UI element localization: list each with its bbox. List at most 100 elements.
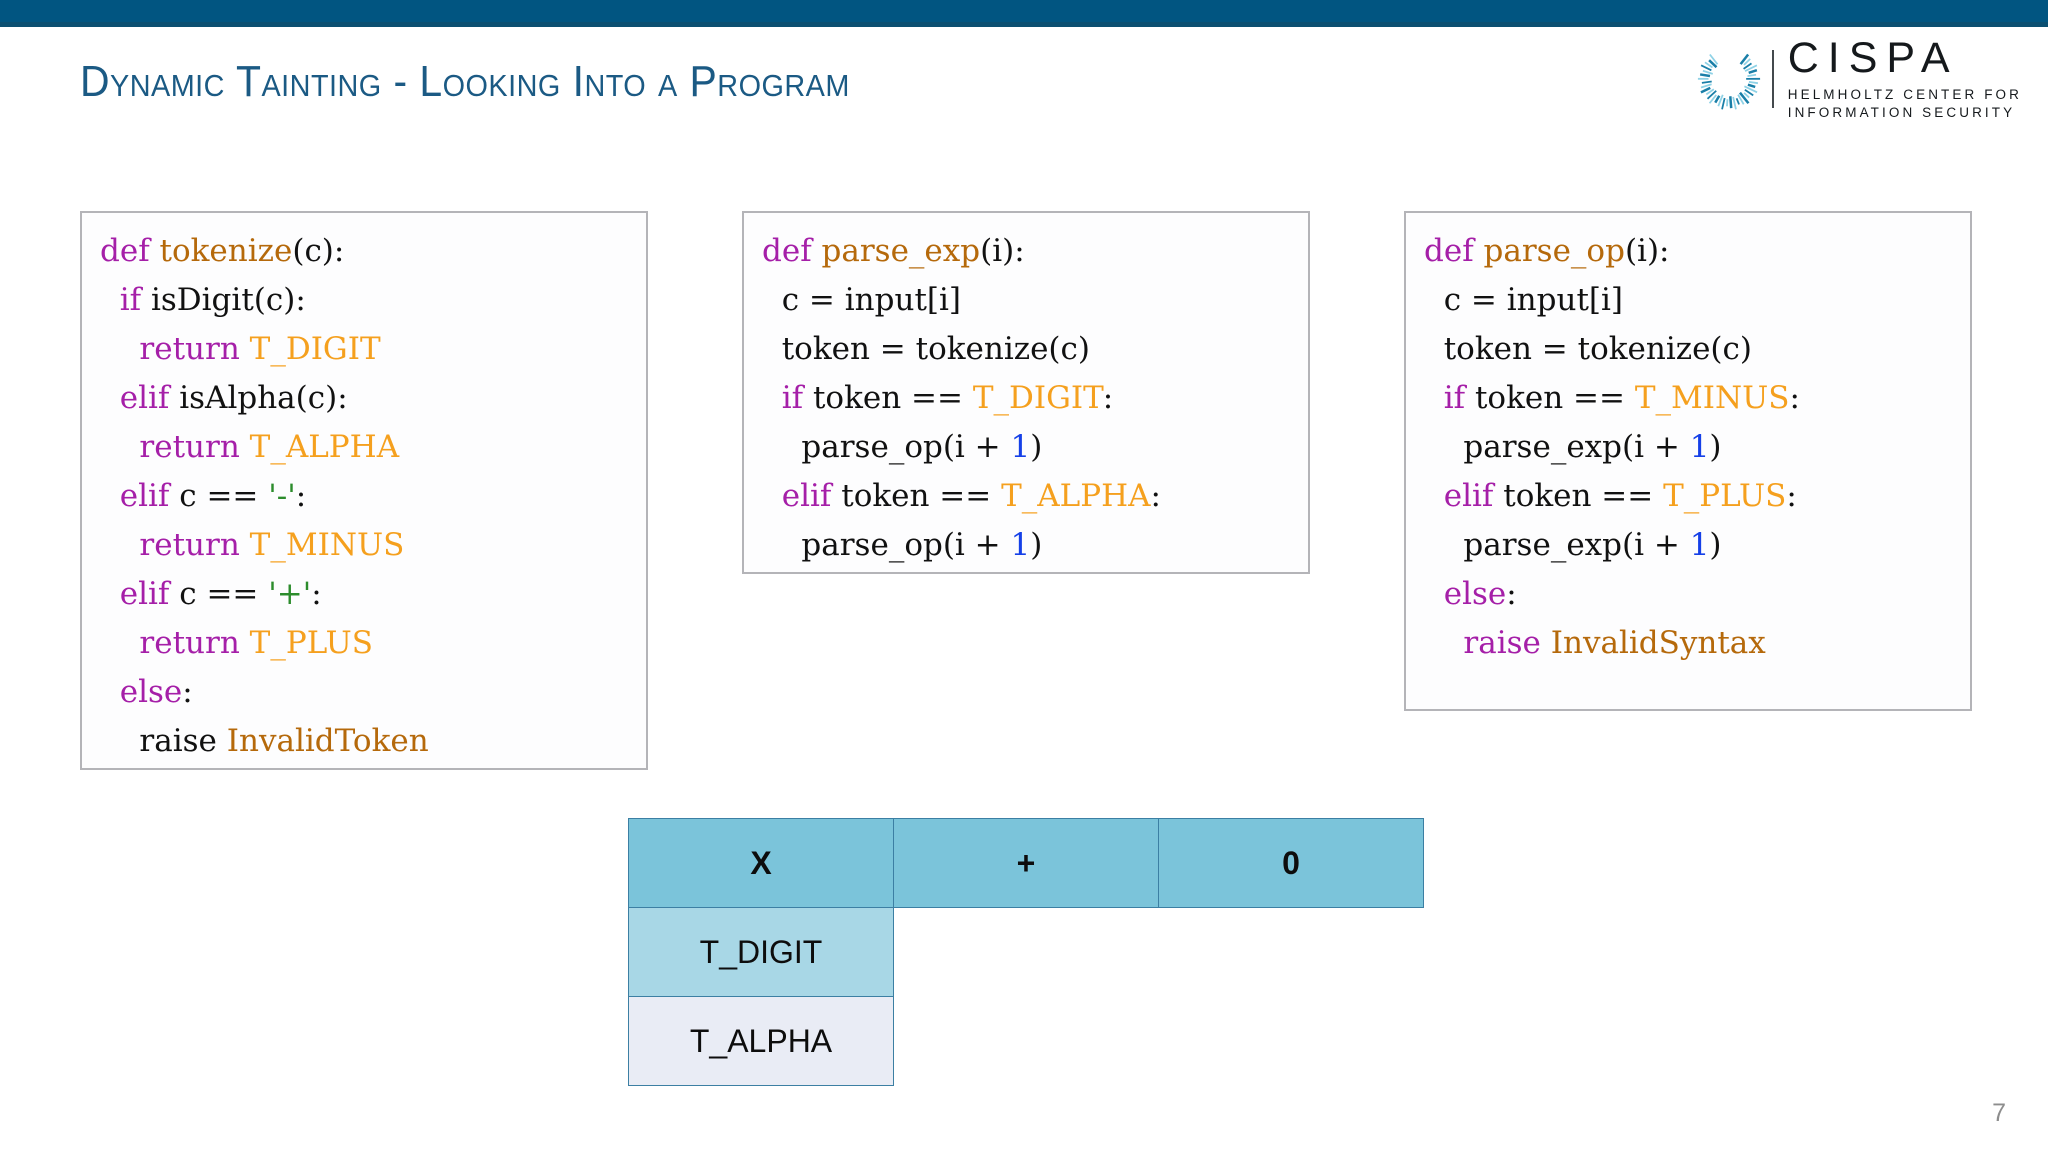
code-token-kw: else — [1443, 576, 1507, 612]
code-token-plain: token == — [1503, 478, 1664, 514]
code-token-kw: return — [139, 429, 250, 465]
code-token-plain: parse_exp(i + — [1424, 527, 1690, 563]
table-header-cell: 0 — [1158, 818, 1424, 908]
code-token-str: '+' — [268, 576, 312, 612]
code-token-plain: ) — [1709, 527, 1722, 563]
table-cell-empty — [894, 997, 1159, 1086]
code-line: else: — [100, 668, 628, 717]
cispa-c-mark-icon — [1697, 53, 1760, 110]
code-token-plain: parse_op(i + — [762, 527, 1011, 563]
code-token-plain — [100, 625, 139, 661]
code-line: def parse_op(i): — [1424, 227, 1952, 276]
code-line: c = input[i] — [762, 276, 1290, 325]
code-token-fn: tokenize — [159, 233, 293, 269]
code-token-plain — [100, 527, 139, 563]
code-token-num: 1 — [1010, 527, 1031, 563]
code-token-plain: isDigit(c): — [150, 282, 306, 318]
code-token-plain — [100, 380, 120, 416]
table-header-cell: X — [628, 818, 894, 908]
code-token-const: T_PLUS — [1663, 478, 1787, 514]
code-token-kw: return — [139, 625, 250, 661]
page-number: 7 — [1992, 1099, 2006, 1127]
table-row: T_ALPHA — [628, 996, 1424, 1086]
cispa-logo: CISPA HELMHOLTZ CENTER FOR INFORMATION S… — [1692, 37, 2022, 120]
code-token-plain: parse_op(i + — [762, 429, 1011, 465]
code-line: elif c == '+': — [100, 570, 628, 619]
code-token-plain — [100, 478, 120, 514]
code-token-num: 1 — [1010, 429, 1031, 465]
code-token-kw: elif — [1443, 478, 1504, 514]
table-cell-empty — [894, 908, 1159, 997]
code-token-plain: parse_exp(i + — [1424, 429, 1690, 465]
code-token-plain: c = input[i] — [762, 282, 962, 318]
code-token-plain: isAlpha(c): — [179, 380, 348, 416]
table-cell: T_DIGIT — [628, 907, 894, 997]
code-line: if token == T_DIGIT: — [762, 374, 1290, 423]
code-line: c = input[i] — [1424, 276, 1952, 325]
code-token-kw: if — [119, 282, 151, 318]
table-cell-empty — [1159, 997, 1424, 1086]
code-line: elif c == '-': — [100, 472, 628, 521]
code-token-plain: ) — [1030, 429, 1043, 465]
code-token-const: T_MINUS — [249, 527, 405, 563]
code-token-plain: raise — [100, 723, 227, 759]
code-token-num: 1 — [1689, 429, 1710, 465]
code-token-plain: (i): — [980, 233, 1025, 269]
code-line: return T_ALPHA — [100, 423, 628, 472]
table-header-row: X+0 — [628, 818, 1424, 908]
code-token-plain: token == — [841, 478, 1002, 514]
code-token-plain — [100, 282, 120, 318]
code-token-plain — [100, 331, 139, 367]
code-token-kw: if — [1443, 380, 1475, 416]
code-token-fn: InvalidToken — [226, 723, 429, 759]
code-line: parse_exp(i + 1) — [1424, 423, 1952, 472]
logo-wordmark: CISPA HELMHOLTZ CENTER FOR INFORMATION S… — [1788, 37, 2022, 121]
code-token-plain — [762, 478, 782, 514]
table-header-cell: + — [893, 818, 1159, 908]
code-token-plain: token == — [1474, 380, 1635, 416]
code-token-num: 1 — [1689, 527, 1710, 563]
code-token-fn: parse_exp — [821, 233, 981, 269]
code-token-kw: elif — [119, 478, 180, 514]
code-token-plain: (c): — [292, 233, 345, 269]
code-token-kw: elif — [781, 478, 842, 514]
code-line: return T_MINUS — [100, 521, 628, 570]
code-token-plain: : — [1789, 380, 1800, 416]
code-line: elif token == T_PLUS: — [1424, 472, 1952, 521]
code-line: if token == T_MINUS: — [1424, 374, 1952, 423]
code-token-plain — [1424, 478, 1444, 514]
code-token-plain: : — [182, 674, 193, 710]
code-line: else: — [1424, 570, 1952, 619]
logo-subtitle-line1: HELMHOLTZ CENTER FOR — [1787, 87, 2022, 103]
code-token-kw: raise — [1463, 625, 1551, 661]
code-line: if isDigit(c): — [100, 276, 628, 325]
header-accent-rule — [0, 22, 2048, 27]
code-token-plain: token = tokenize(c) — [1424, 331, 1752, 367]
code-token-kw: return — [139, 331, 250, 367]
code-token-plain — [1424, 576, 1444, 612]
header-accent-bar — [0, 0, 2048, 22]
code-token-plain: c == — [179, 576, 269, 612]
code-token-plain: : — [1786, 478, 1797, 514]
code-token-plain: (i): — [1624, 233, 1670, 269]
code-block-parse-exp: def parse_exp(i): c = input[i] token = t… — [742, 211, 1310, 574]
code-line: parse_exp(i + 1) — [1424, 521, 1952, 570]
code-line: raise InvalidSyntax — [1424, 619, 1952, 668]
code-token-plain: : — [1102, 380, 1114, 416]
code-token-kw: elif — [119, 576, 180, 612]
code-line: elif isAlpha(c): — [100, 374, 628, 423]
code-line: elif token == T_ALPHA: — [762, 472, 1290, 521]
code-token-plain: : — [295, 478, 307, 514]
code-token-const: T_ALPHA — [249, 429, 400, 465]
code-line: parse_op(i + 1) — [762, 423, 1290, 472]
code-line: token = tokenize(c) — [1424, 325, 1952, 374]
code-token-kw: elif — [119, 380, 180, 416]
code-line: raise InvalidToken — [100, 717, 628, 766]
code-token-kw: def — [1424, 233, 1484, 269]
code-line: def parse_exp(i): — [762, 227, 1290, 276]
code-token-plain: : — [1506, 576, 1517, 612]
code-token-fn: InvalidSyntax — [1550, 625, 1766, 661]
code-line: return T_PLUS — [100, 619, 628, 668]
code-token-plain: c == — [179, 478, 269, 514]
